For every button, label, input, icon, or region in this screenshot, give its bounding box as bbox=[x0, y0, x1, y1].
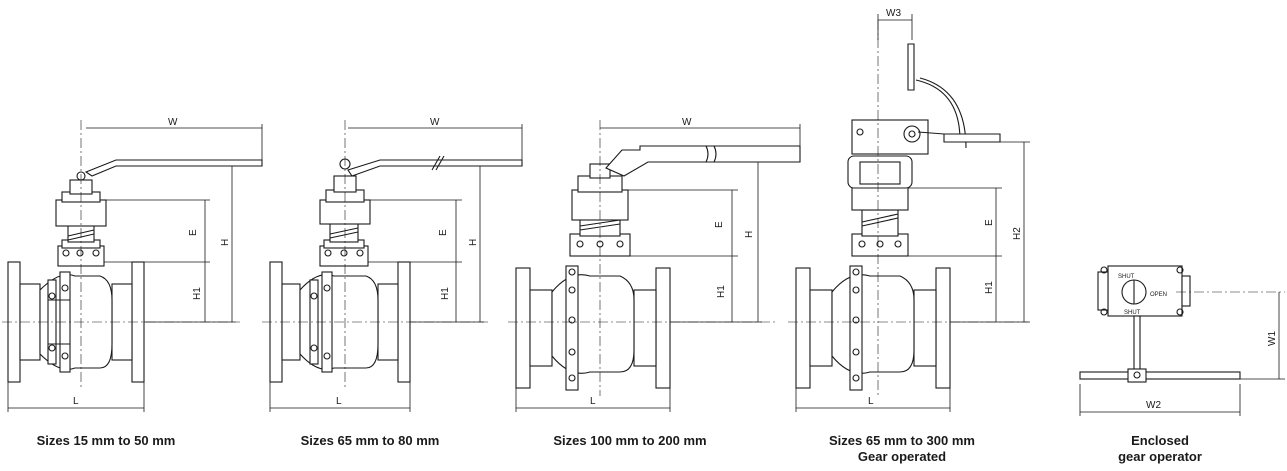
dim-label-e: E bbox=[188, 229, 199, 236]
caption-line: Gear operated bbox=[857, 449, 947, 464]
indicator-shut-top: SHUT bbox=[1118, 274, 1135, 280]
dim-label-w: W bbox=[168, 117, 178, 128]
dim-label-h2: H2 bbox=[1012, 227, 1023, 240]
dim-label-l: L bbox=[73, 396, 79, 407]
indicator-shut-bottom: SHUT bbox=[1124, 310, 1141, 316]
dim-label-w: W bbox=[430, 117, 440, 128]
dim-label-w1: W1 bbox=[1267, 331, 1278, 346]
dim-label-h1: H1 bbox=[984, 281, 995, 294]
dim-label-l: L bbox=[590, 396, 596, 407]
dim-label-l: L bbox=[868, 396, 874, 407]
caption-line: Enclosed bbox=[1131, 433, 1189, 448]
dim-label-h: H bbox=[744, 231, 755, 238]
indicator-open: OPEN bbox=[1150, 292, 1167, 298]
caption-gear-operated: Sizes 65 mm to 300 mm Gear operated bbox=[802, 433, 1002, 465]
caption-65-80mm: Sizes 65 mm to 80 mm bbox=[272, 433, 468, 449]
caption-enclosed-gear-operator: Enclosed gear operator bbox=[1090, 433, 1230, 465]
dim-label-w3: W3 bbox=[886, 8, 901, 19]
caption-line: gear operator bbox=[1118, 449, 1202, 464]
dim-label-h1: H1 bbox=[716, 285, 727, 298]
valve-drawing-gear-operated: W3 E H2 H1 L bbox=[788, 8, 1030, 412]
enclosed-gear-operator-drawing: SHUT OPEN SHUT W1 W2 bbox=[1079, 265, 1285, 416]
dim-label-h: H bbox=[220, 239, 231, 246]
dim-label-h: H bbox=[468, 239, 479, 246]
dim-label-e: E bbox=[984, 219, 995, 226]
caption-line: Sizes 65 mm to 80 mm bbox=[300, 433, 440, 448]
dim-label-w2: W2 bbox=[1146, 400, 1161, 411]
caption-line: Sizes 65 mm to 300 mm bbox=[829, 433, 975, 448]
caption-line: Sizes 15 mm to 50 mm bbox=[36, 433, 176, 448]
dim-label-h1: H1 bbox=[192, 287, 203, 300]
caption-100-200mm: Sizes 100 mm to 200 mm bbox=[528, 433, 732, 449]
valve-drawing-100-200mm: W E H H1 L bbox=[508, 117, 801, 412]
dim-label-h1: H1 bbox=[440, 287, 451, 300]
dim-label-l: L bbox=[336, 396, 342, 407]
valve-drawing-15-50mm: W E H H1 L bbox=[2, 117, 263, 412]
dim-label-e: E bbox=[714, 221, 725, 228]
caption-15-50mm: Sizes 15 mm to 50 mm bbox=[8, 433, 204, 449]
dim-label-e: E bbox=[438, 229, 449, 236]
valve-drawing-65-80mm: W E H H1 L bbox=[262, 117, 523, 412]
dim-label-w: W bbox=[682, 117, 692, 128]
caption-line: Sizes 100 mm to 200 mm bbox=[553, 433, 707, 448]
